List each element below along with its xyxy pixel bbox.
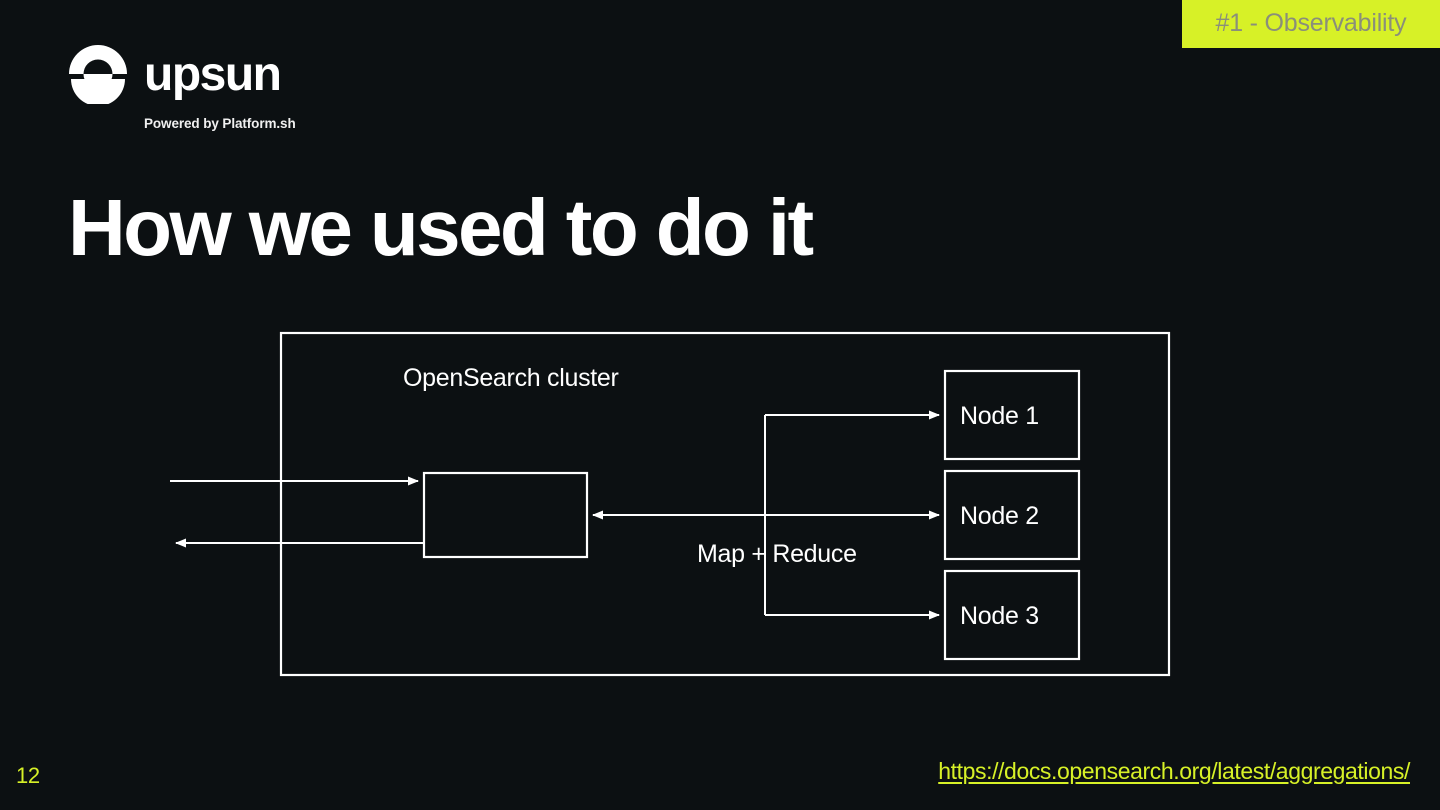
diagram-node-label-1: Node 1 [960, 402, 1039, 430]
page-title: How we used to do it [68, 183, 814, 272]
section-badge-label: #1 - Observability [1215, 8, 1407, 37]
diagram-node-label-2: Node 2 [960, 502, 1039, 530]
diagram-cluster-label: OpenSearch cluster [403, 364, 619, 392]
diagram-node-label-3: Node 3 [960, 602, 1039, 630]
diagram-flow-label: Map + Reduce [697, 540, 857, 568]
source-link[interactable]: https://docs.opensearch.org/latest/aggre… [938, 758, 1410, 784]
logo-tagline: Powered by Platform.sh [144, 116, 296, 131]
logo-row: upsun [66, 42, 306, 104]
logo-wordmark: upsun [144, 48, 282, 101]
page-number: 12 [16, 763, 40, 788]
brand-logo: upsun Powered by Platform.sh [66, 42, 306, 134]
upsun-logo-mark-icon [66, 42, 130, 104]
section-badge: #1 - Observability [1182, 0, 1440, 48]
